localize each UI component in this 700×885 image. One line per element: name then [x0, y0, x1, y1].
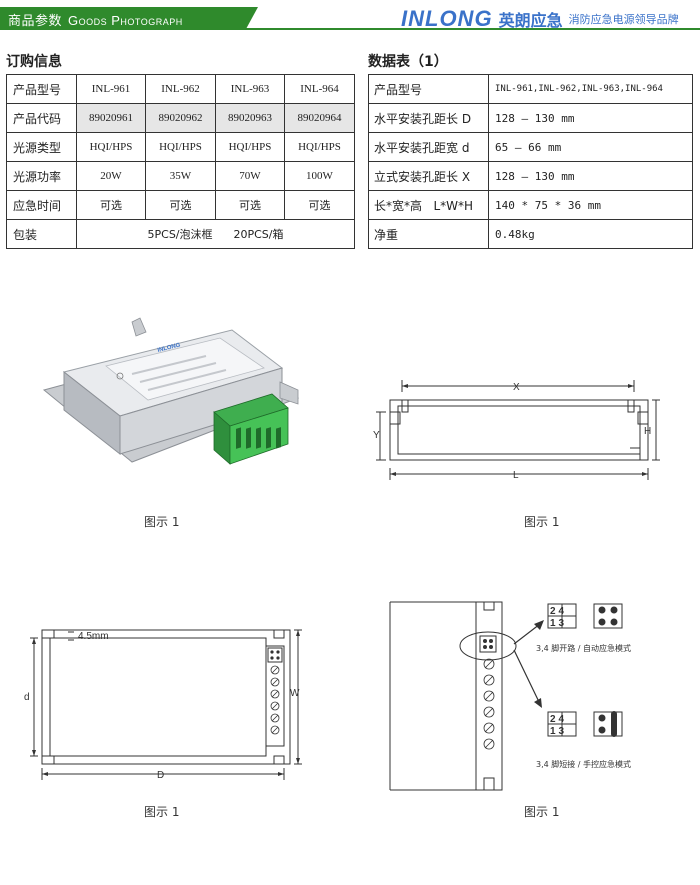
dim-h-label: H: [644, 426, 651, 437]
pins-top-label: 24: [550, 606, 567, 617]
power-cell: 35W: [145, 161, 216, 191]
row-value: 128 — 130 mm: [488, 161, 693, 191]
model-cell: INL-961: [76, 74, 146, 104]
packaging-cell: 5PCS/泡沫框 20PCS/箱: [76, 219, 355, 249]
dim-l-label: L: [513, 470, 519, 481]
table-row: 立式安装孔距长 X 128 — 130 mm: [368, 161, 693, 191]
lamp-type-cell: HQI/HPS: [145, 132, 216, 162]
lamp-type-cell: HQI/HPS: [215, 132, 285, 162]
figure-caption: 图示 1: [144, 805, 180, 819]
side-view-drawing: X Y H L: [373, 380, 660, 481]
row-label: 光源类型: [6, 132, 77, 162]
brand-logo: INLONG: [401, 6, 493, 31]
table-row: 应急时间 可选 可选 可选 可选: [6, 190, 355, 220]
switch-diagram: 24 13 3,4 脚开路 / 自动应急模式 24 13 3,4 脚短接 / 手…: [389, 601, 631, 791]
order-info-title: 订购信息: [6, 54, 62, 70]
table-row: 净重 0.48kg: [368, 219, 693, 249]
time-cell: 可选: [76, 190, 146, 220]
table-row: 长*宽*高 L*W*H 140 * 75 * 36 mm: [368, 190, 693, 220]
page-header: 商品参数 Goods Photograph INLONG 英朗应急 消防应急电源领…: [0, 0, 700, 40]
row-label: 长*宽*高 L*W*H: [368, 190, 489, 220]
header-title-bar-tip: [246, 7, 258, 29]
dim-x-label: X: [513, 382, 520, 393]
model-cell: INL-963: [215, 74, 285, 104]
table-row: 包装 5PCS/泡沫框 20PCS/箱: [6, 219, 355, 249]
table-row: 产品型号 INL-961,INL-962,INL-963,INL-964: [368, 74, 693, 104]
header-title-cn: 商品参数: [8, 14, 63, 29]
figure-caption: 图示 1: [524, 515, 560, 529]
table-row: 产品型号 INL-961 INL-962 INL-963 INL-964: [6, 74, 355, 104]
header-divider: [0, 28, 700, 30]
data-table: 产品型号 INL-961,INL-962,INL-963,INL-964 水平安…: [368, 74, 693, 249]
pins-bottom-label: 13: [550, 726, 567, 737]
header-title-bar: [0, 7, 246, 29]
code-cell: 89020962: [145, 103, 216, 133]
time-cell: 可选: [145, 190, 216, 220]
header-title-en: Goods Photograph: [68, 13, 183, 28]
table-row: 水平安装孔距长 D 128 — 130 mm: [368, 103, 693, 133]
model-cell: INL-962: [145, 74, 216, 104]
row-label: 水平安装孔距长 D: [368, 103, 489, 133]
row-label: 包装: [6, 219, 77, 249]
brand: INLONG 英朗应急 消防应急电源领导品牌: [401, 6, 679, 32]
pins-bottom-label: 13: [550, 618, 567, 629]
table-row: 光源类型 HQI/HPS HQI/HPS HQI/HPS HQI/HPS: [6, 132, 355, 162]
time-cell: 可选: [215, 190, 285, 220]
row-label: 产品型号: [368, 74, 489, 104]
row-label: 立式安装孔距长 X: [368, 161, 489, 191]
code-cell: 89020961: [76, 103, 146, 133]
lamp-type-cell: HQI/HPS: [76, 132, 146, 162]
power-cell: 70W: [215, 161, 285, 191]
data-table-title: 数据表（1）: [368, 54, 448, 70]
row-value: 0.48kg: [488, 219, 693, 249]
figure-caption: 图示 1: [144, 515, 180, 529]
header-title: 商品参数 Goods Photograph: [8, 10, 183, 29]
row-value: INL-961,INL-962,INL-963,INL-964: [488, 74, 693, 104]
row-value: 128 — 130 mm: [488, 103, 693, 133]
top-view-drawing: 4.5mm d W D: [24, 629, 302, 781]
brand-slogan: 消防应急电源领导品牌: [568, 13, 679, 26]
svg-text:INLONG: INLONG: [157, 342, 181, 354]
table-row: 水平安装孔距宽 d 65 — 66 mm: [368, 132, 693, 162]
figure-caption: 图示 1: [524, 805, 560, 819]
time-cell: 可选: [284, 190, 355, 220]
table-row: 光源功率 20W 35W 70W 100W: [6, 161, 355, 191]
lamp-type-cell: HQI/HPS: [284, 132, 355, 162]
code-cell: 89020964: [284, 103, 355, 133]
code-cell: 89020963: [215, 103, 285, 133]
short-mode-label: 3,4 脚短接 / 手控应急模式: [536, 759, 631, 769]
row-value: 65 — 66 mm: [488, 132, 693, 162]
row-label: 光源功率: [6, 161, 77, 191]
power-cell: 100W: [284, 161, 355, 191]
table-row: 产品代码 89020961 89020962 89020963 89020964: [6, 103, 355, 133]
model-cell: INL-964: [284, 74, 355, 104]
pins-top-label: 24: [550, 714, 567, 725]
brand-name-cn: 英朗应急: [498, 11, 563, 30]
dim-w-label: W: [290, 688, 300, 699]
row-value: 140 * 75 * 36 mm: [488, 190, 693, 220]
row-label: 应急时间: [6, 190, 77, 220]
power-cell: 20W: [76, 161, 146, 191]
row-label: 产品代码: [6, 103, 77, 133]
open-mode-label: 3,4 脚开路 / 自动应急模式: [536, 643, 631, 653]
order-info-table: 产品型号 INL-961 INL-962 INL-963 INL-964 产品代…: [6, 74, 355, 249]
dim-d-small-label: d: [24, 692, 30, 703]
dim-gap-label: 4.5mm: [78, 631, 109, 642]
row-label: 产品型号: [6, 74, 77, 104]
product-photo: INLONG: [42, 317, 300, 465]
row-label: 净重: [368, 219, 489, 249]
dim-d-big-label: D: [157, 770, 164, 781]
dim-y-label: Y: [373, 430, 380, 441]
row-label: 水平安装孔距宽 d: [368, 132, 489, 162]
